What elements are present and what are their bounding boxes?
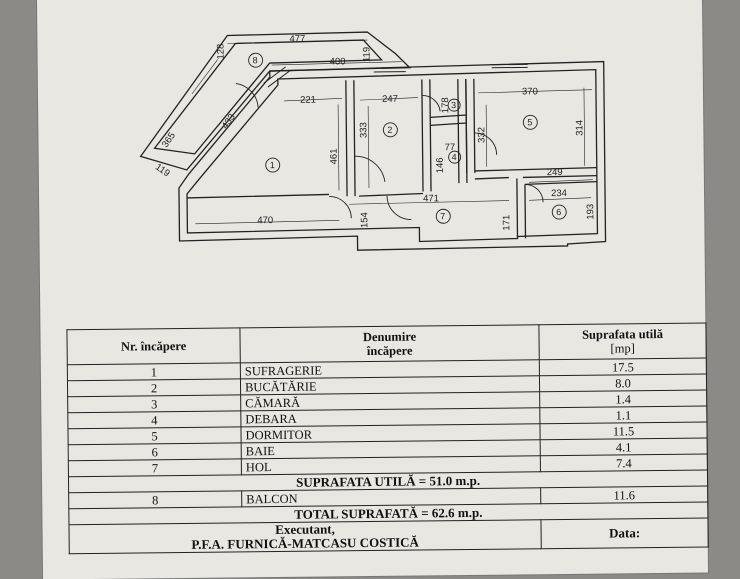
dim-label: 128 bbox=[215, 44, 226, 60]
room-number: 8 bbox=[253, 55, 258, 65]
apartment-outer-wall bbox=[178, 60, 607, 251]
room-numbers: 1 2 3 4 5 6 7 8 bbox=[253, 55, 562, 221]
row-area: 1.4 bbox=[539, 390, 707, 408]
header-name-line1: Denumire bbox=[362, 329, 417, 345]
header-name: Denumire încăpere bbox=[239, 324, 540, 363]
row-area: 11.5 bbox=[539, 422, 708, 440]
header-area-line1: Suprafata utilă bbox=[581, 326, 664, 342]
dim-label: 314 bbox=[574, 120, 585, 136]
header-area-line2: [mp] bbox=[610, 341, 635, 356]
dim-label: 146 bbox=[435, 157, 446, 173]
room-number: 4 bbox=[452, 152, 457, 162]
dim-label: 221 bbox=[300, 95, 316, 106]
date-label: Data: bbox=[540, 518, 709, 549]
dim-label: 77 bbox=[444, 142, 455, 153]
room-number: 2 bbox=[387, 125, 392, 135]
room-number: 6 bbox=[556, 207, 561, 217]
window-marks bbox=[263, 63, 528, 88]
room-number: 7 bbox=[440, 211, 445, 221]
dim-label: 370 bbox=[522, 86, 538, 97]
dim-label: 365 bbox=[160, 131, 178, 150]
wall-bedroom-bottom bbox=[474, 166, 597, 180]
row-nr: 8 bbox=[68, 490, 242, 509]
dim-label: 332 bbox=[476, 127, 487, 143]
row-nr: 3 bbox=[67, 394, 241, 413]
wall-living-kitchen bbox=[345, 80, 356, 197]
row-nr: 1 bbox=[67, 362, 241, 381]
document-sheet: 477 128 400 119 365 433 119 221 247 178 … bbox=[36, 0, 709, 579]
row-nr: 2 bbox=[67, 378, 241, 397]
dim-label: 234 bbox=[551, 188, 567, 199]
wall-bedroom-left bbox=[465, 78, 476, 174]
dim-label: 119 bbox=[361, 47, 372, 62]
executant-name: P.F.A. FURNICĂ-MATCASU COSTICĂ bbox=[191, 534, 419, 552]
dimension-labels: 477 128 400 119 365 433 119 221 247 178 … bbox=[153, 34, 596, 231]
row-area: 7.4 bbox=[540, 454, 708, 472]
wall-kitchen-right bbox=[421, 79, 432, 192]
room-number: 1 bbox=[270, 160, 275, 170]
row-area: 17.5 bbox=[539, 358, 707, 376]
row-nr: 7 bbox=[68, 458, 242, 477]
dim-label: 171 bbox=[501, 215, 512, 231]
dim-label: 471 bbox=[423, 193, 439, 204]
executant-cell: Executant, P.F.A. FURNICĂ-MATCASU COSTIC… bbox=[68, 519, 542, 554]
row-area: 11.6 bbox=[540, 486, 708, 504]
dim-label: 400 bbox=[330, 56, 346, 67]
rooms-table: Nr. încăpere Denumire încăpere Suprafata… bbox=[66, 323, 709, 555]
dim-label: 333 bbox=[358, 122, 369, 138]
wall-bath bbox=[516, 178, 597, 239]
dim-label: 247 bbox=[382, 94, 398, 105]
row-area: 8.0 bbox=[539, 374, 707, 392]
dim-label: 193 bbox=[585, 204, 596, 220]
row-area: 1.1 bbox=[539, 406, 707, 424]
header-nr: Nr. încăpere bbox=[66, 327, 241, 365]
wall-living-bottom bbox=[187, 192, 424, 199]
dim-label: 461 bbox=[329, 148, 340, 164]
header-name-line2: încăpere bbox=[366, 343, 413, 359]
dim-label: 154 bbox=[359, 212, 370, 228]
executant-row: Executant, P.F.A. FURNICĂ-MATCASU COSTIC… bbox=[68, 518, 709, 554]
dim-label: 178 bbox=[440, 97, 451, 113]
row-nr: 4 bbox=[67, 410, 241, 429]
header-area: Suprafata utilă [mp] bbox=[538, 323, 707, 360]
wall-pantry bbox=[430, 114, 467, 127]
room-number: 3 bbox=[451, 100, 456, 110]
row-nr: 5 bbox=[67, 426, 242, 445]
row-area: 4.1 bbox=[540, 438, 708, 456]
dim-label: 249 bbox=[547, 167, 563, 178]
room-number: 5 bbox=[527, 117, 532, 127]
row-nr: 6 bbox=[68, 442, 242, 461]
dim-label: 470 bbox=[257, 215, 273, 226]
floor-plan: 477 128 400 119 365 433 119 221 247 178 … bbox=[139, 31, 607, 251]
dim-label: 477 bbox=[289, 34, 305, 45]
room-markers bbox=[248, 52, 567, 224]
